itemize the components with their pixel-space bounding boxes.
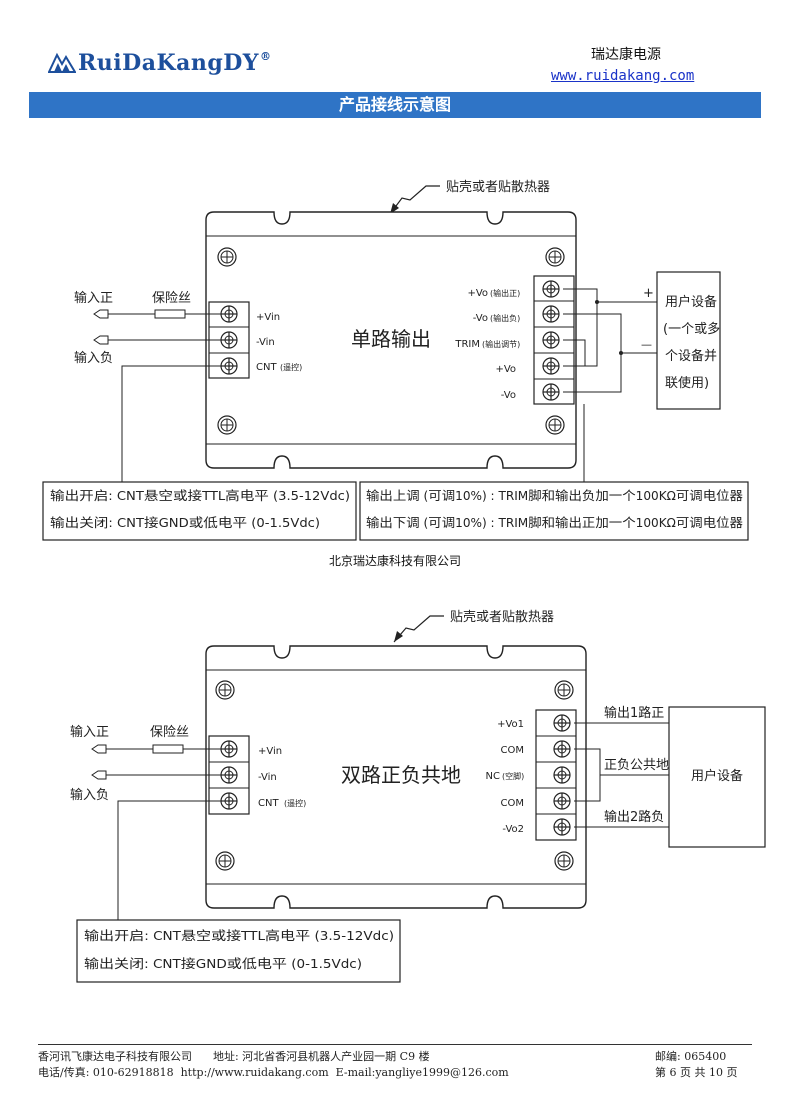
- mounting-hole: [217, 247, 237, 267]
- footer-postcode: 邮编: 065400: [655, 1050, 727, 1063]
- footer-divider: [38, 1044, 752, 1045]
- cnt-note-on: 输出开启: CNT悬空或接TTL高电平 (3.5-12Vdc): [50, 488, 350, 503]
- out-pin-3-note: (空脚): [502, 771, 524, 781]
- user-device-line-1: 用户设备: [665, 294, 717, 310]
- out-pin-3: NC: [486, 771, 500, 782]
- footer-contact: 电话/传真: 010-62918818 http://www.ruidakang…: [38, 1066, 509, 1079]
- module-body: [205, 645, 587, 909]
- pin-vin-neg: -Vin: [256, 337, 275, 348]
- pin-cnt: CNT: [256, 362, 277, 373]
- out1-label: 输出1路正: [604, 705, 664, 721]
- pin-cnt: CNT: [258, 798, 279, 809]
- out-pin-1-note: (输出正): [490, 288, 520, 298]
- input-pos-label: 输入正: [74, 290, 113, 306]
- logo-mountain-icon: [48, 52, 76, 73]
- footer-address: 香河讯飞康达电子科技有限公司 地址: 河北省香河县机器人产业园一期 C9 楼: [38, 1050, 430, 1063]
- heatsink-note: 贴壳或者贴散热器: [450, 610, 554, 625]
- mounting-hole: [545, 415, 565, 435]
- pin-vin-pos: +Vin: [256, 312, 280, 323]
- user-device-line-2: (一个或多: [663, 321, 720, 337]
- out-pin-3: TRIM: [454, 339, 480, 350]
- minus-sign: —: [641, 338, 652, 351]
- out-pin-5: -Vo2: [502, 824, 524, 835]
- out-pin-1: +Vo: [467, 288, 488, 299]
- user-device-box: [668, 706, 766, 848]
- trim-note-box: [359, 481, 749, 541]
- company-name: 瑞达康电源: [591, 47, 661, 63]
- company-caption: 北京瑞达康科技有限公司: [328, 554, 461, 568]
- mounting-hole: [545, 247, 565, 267]
- module-body: [205, 211, 577, 469]
- diagram-dual-output: 贴壳或者贴散热器 双路正负共地 +Vin -Vin CNT (遥控) 输入正 保…: [70, 610, 766, 983]
- user-device-box: [656, 271, 721, 410]
- fuse-icon: [154, 309, 186, 319]
- out-pin-3-note: (输出调节): [482, 339, 520, 349]
- out-pin-4: COM: [501, 798, 524, 809]
- out-pin-5: -Vo: [501, 390, 516, 401]
- footer-page-number: 第 6 页 共 10 页: [655, 1066, 738, 1079]
- logo-registered-mark: ®: [260, 50, 272, 63]
- page-title: 产品接线示意图: [29, 92, 761, 118]
- input-neg-label: 输入负: [74, 350, 113, 366]
- fuse-icon: [152, 744, 184, 754]
- company-url-link[interactable]: www.ruidakang.com: [551, 68, 695, 84]
- logo-text: RuiDaKangDY: [78, 50, 260, 76]
- cnt-note-box: [42, 481, 357, 541]
- module-label: 双路正负共地: [341, 763, 461, 787]
- common-label: 正负公共地: [604, 758, 669, 773]
- input-pos-probe: [93, 309, 109, 319]
- input-neg-probe: [93, 335, 109, 345]
- pin-cnt-note: (遥控): [284, 798, 306, 808]
- out-pin-2-note: (输出负): [490, 313, 520, 323]
- user-device-line-4: 联使用): [665, 375, 709, 391]
- heatsink-note: 贴壳或者贴散热器: [446, 180, 550, 195]
- module-label: 单路输出: [351, 327, 431, 351]
- plus-sign: +: [643, 286, 654, 301]
- leader-line: [389, 185, 440, 215]
- mounting-hole: [217, 415, 237, 435]
- cnt-note-on: 输出开启: CNT悬空或接TTL高电平 (3.5-12Vdc): [84, 928, 394, 943]
- cnt-note-off: 输出关闭: CNT接GND或低电平 (0-1.5Vdc): [50, 515, 320, 530]
- fuse-label: 保险丝: [150, 725, 189, 740]
- diagram-single-output: 贴壳或者贴散热器 单路输出 +Vin -Vin CNT (遥控) 输入正 保险丝…: [42, 180, 749, 541]
- out-pin-2: -Vo: [473, 313, 488, 324]
- cnt-note-box: [76, 919, 401, 983]
- out-pin-2: COM: [501, 745, 524, 756]
- trim-note-down: 输出下调 (可调10%) : TRIM脚和输出正加一个100KΩ可调电位器: [366, 515, 744, 530]
- input-pos-label: 输入正: [70, 724, 109, 740]
- user-device-label: 用户设备: [691, 768, 743, 784]
- fuse-label: 保险丝: [152, 291, 191, 306]
- input-neg-label: 输入负: [70, 787, 109, 803]
- pin-vin-pos: +Vin: [258, 746, 282, 757]
- pin-cnt-note: (遥控): [280, 362, 302, 372]
- out2-label: 输出2路负: [604, 809, 664, 825]
- user-device-line-3: 个设备并: [665, 348, 717, 364]
- cnt-note-off: 输出关闭: CNT接GND或低电平 (0-1.5Vdc): [84, 956, 362, 971]
- trim-note-up: 输出上调 (可调10%) : TRIM脚和输出负加一个100KΩ可调电位器: [366, 488, 744, 503]
- logo: RuiDaKangDY®: [48, 50, 272, 76]
- out-pin-4: +Vo: [495, 364, 516, 375]
- wiring-diagrams: 贴壳或者贴散热器 单路输出 +Vin -Vin CNT (遥控) 输入正 保险丝…: [42, 180, 766, 983]
- out-pin-1: +Vo1: [497, 719, 524, 730]
- pin-vin-neg: -Vin: [258, 772, 277, 783]
